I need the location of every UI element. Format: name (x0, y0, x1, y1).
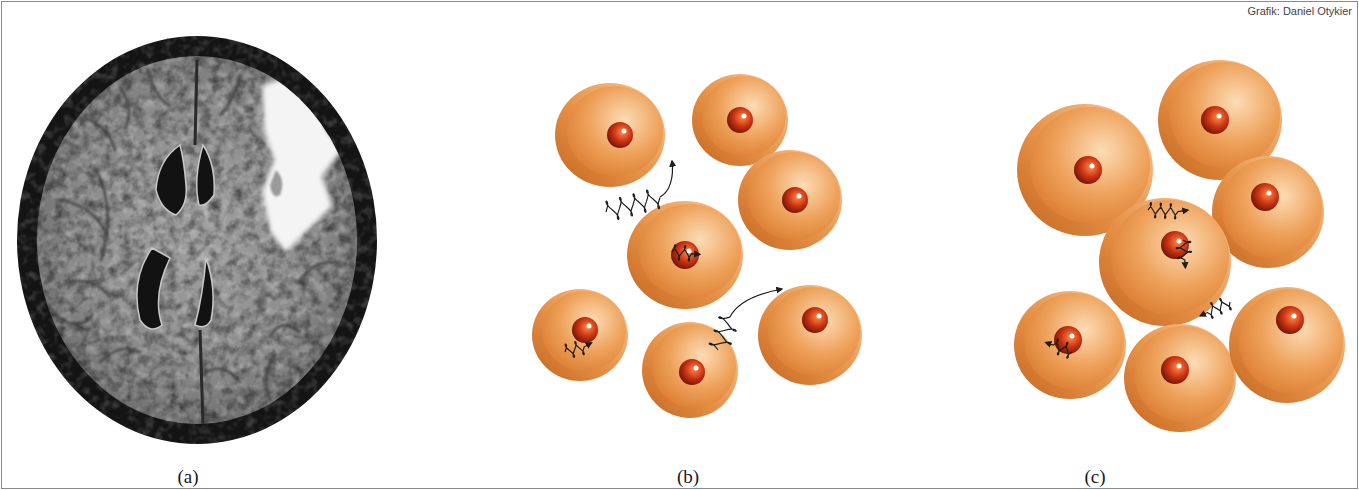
diffusion-path (1043, 203, 1233, 360)
diffusion-path (563, 161, 782, 359)
panel-label: (a) (177, 466, 198, 489)
cell-group-swollen (1014, 60, 1345, 432)
panel-label: (c) (1084, 466, 1105, 489)
credit-label: Grafik: Daniel Otykier (1247, 5, 1352, 18)
mri-slice (15, 34, 380, 446)
panel-label: (b) (677, 466, 699, 489)
cell-group-normal (532, 74, 862, 418)
